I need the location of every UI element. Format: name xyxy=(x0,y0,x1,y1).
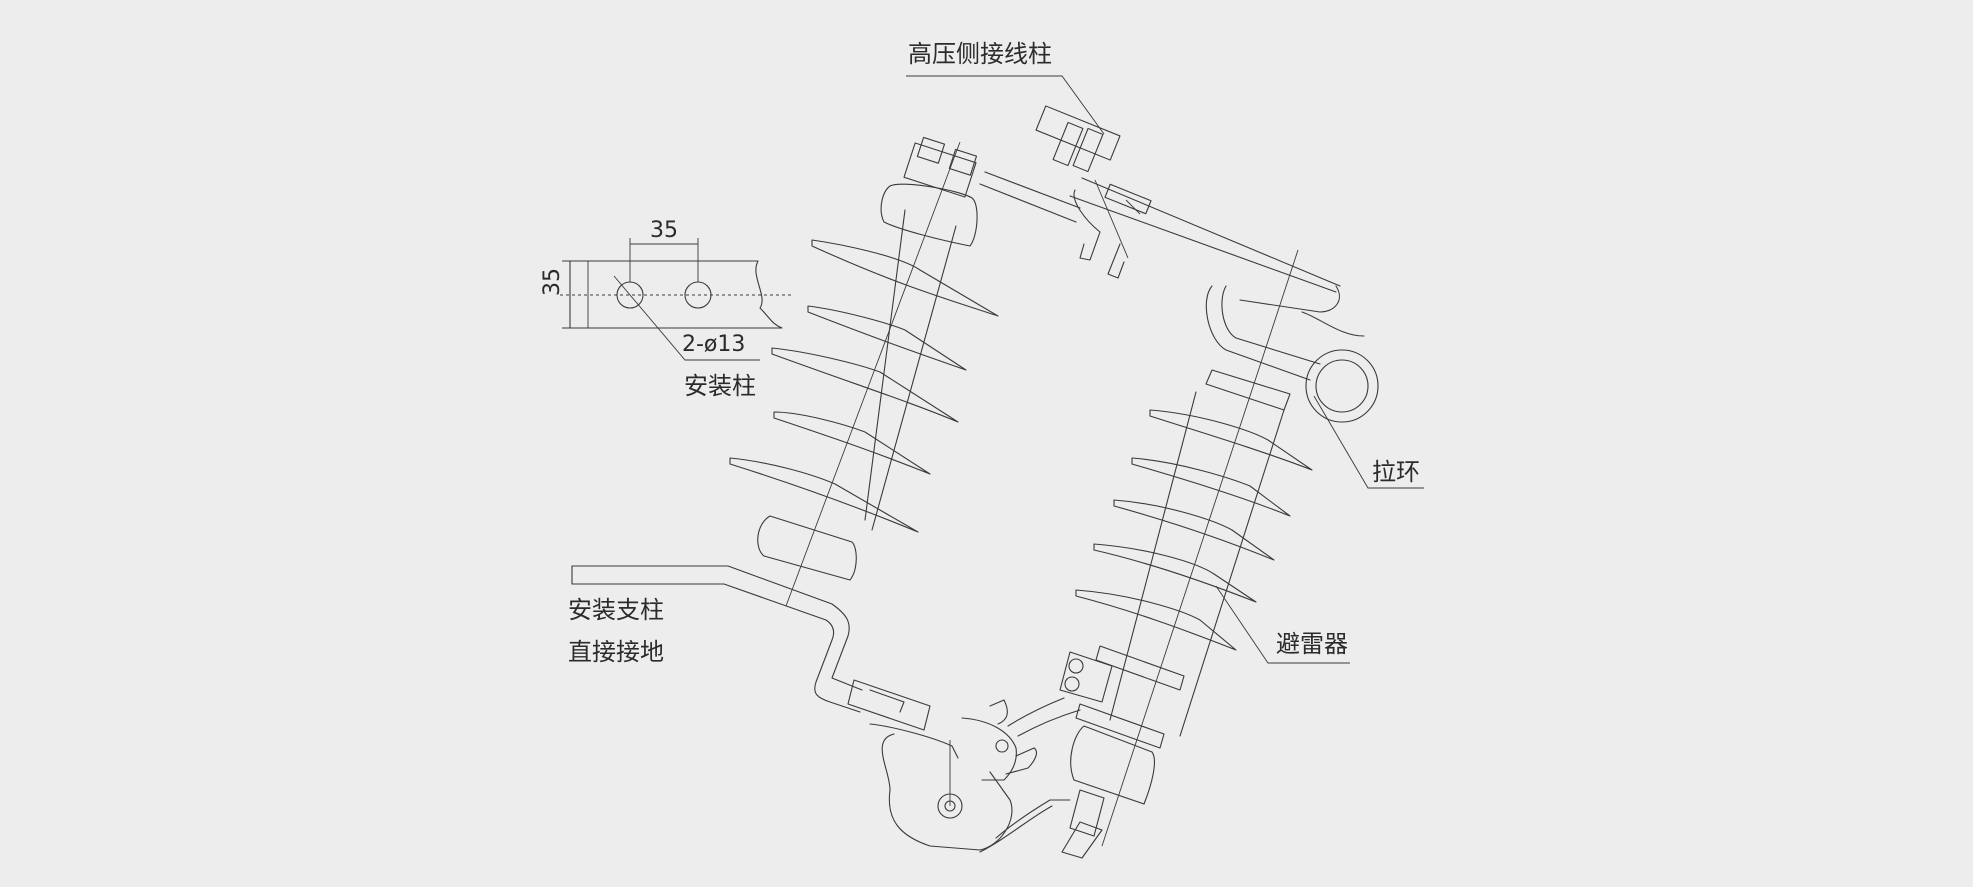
hv-terminal-label: 高压侧接线柱 xyxy=(908,40,1052,68)
mounting-plate-detail xyxy=(560,238,792,361)
top-contact-assembly xyxy=(1035,105,1379,423)
arrester-label: 避雷器 xyxy=(1276,630,1348,658)
pull-ring-outer xyxy=(1305,349,1379,423)
pull-ring-label: 拉环 xyxy=(1372,458,1420,486)
mount-support-label-line2: 直接接地 xyxy=(568,638,664,666)
mount-support-label-line1: 安装支柱 xyxy=(568,596,664,624)
dimension-width-label: 35 xyxy=(650,218,678,243)
left-insulator xyxy=(729,136,1081,607)
hole-spec-label: 2-ø13 xyxy=(682,332,746,357)
right-arrester xyxy=(1059,249,1313,859)
pull-ring-inner xyxy=(1315,359,1369,413)
dimension-height-label: 35 xyxy=(540,268,565,296)
mounting-support-bar xyxy=(571,565,863,713)
lower-contact-assembly xyxy=(847,679,1081,853)
callout-leaders xyxy=(906,75,1424,664)
mount-post-label: 安装柱 xyxy=(684,372,756,400)
